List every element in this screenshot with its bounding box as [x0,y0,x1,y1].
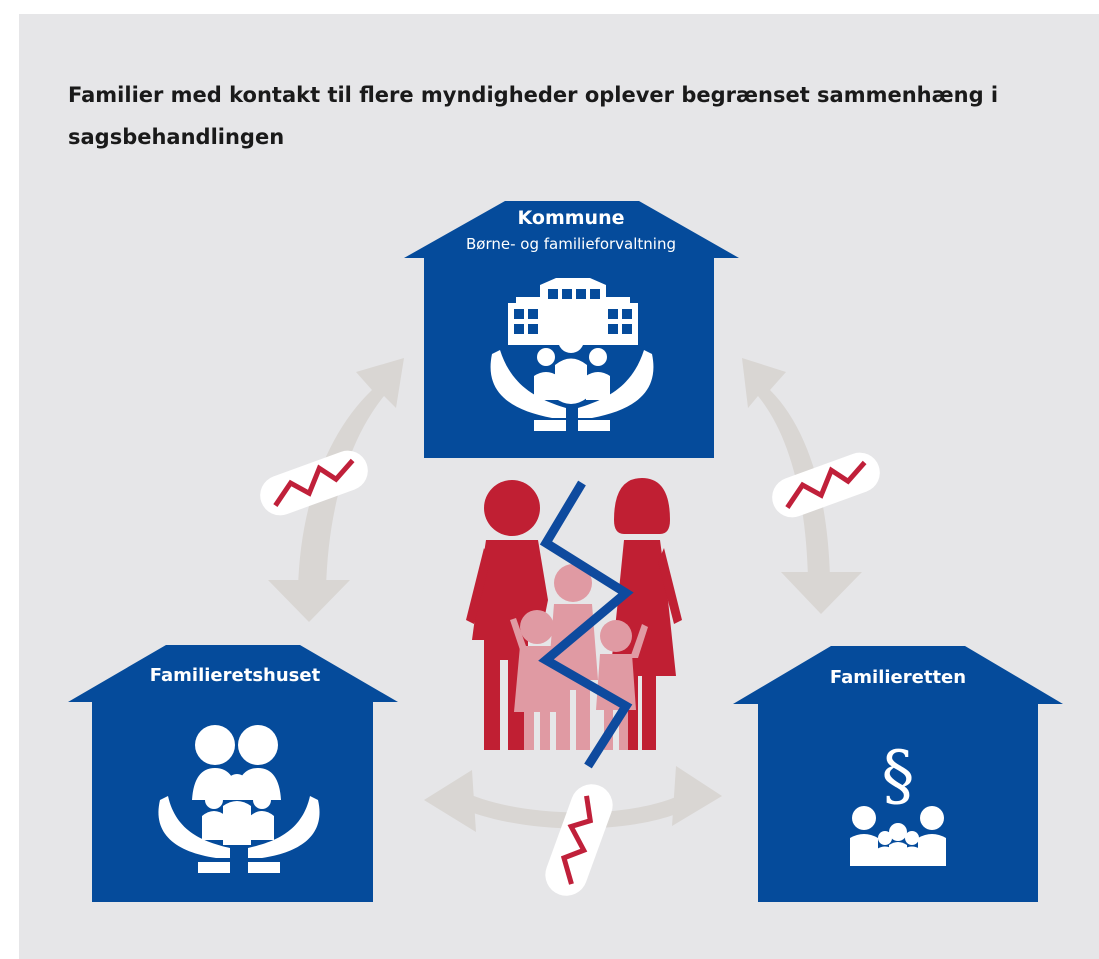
building-family-hands-icon [490,278,654,431]
house-kommune-subtitle: Børne- og familieforvaltning [466,235,676,253]
arrow-bottom [424,766,722,832]
house-familieretten: Familieretten § [733,646,1063,902]
house-familieretshuset: Familieretshuset [68,645,398,902]
arrow-top-left [268,358,404,622]
break-badge-bottom [545,784,613,896]
figure-heading: Familier med kontakt til flere myndighed… [68,83,999,149]
divided-family-icon [466,478,682,769]
house-familieretten-title: Familieretten [830,667,966,688]
arrow-top-right [742,358,862,614]
paragraph-family-icon: § [850,737,946,866]
house-kommune-title: Kommune [518,207,625,229]
paragraph-symbol: § [882,737,915,814]
break-badge-top-right [772,452,880,518]
split-line [538,480,634,769]
house-familieretshuset-title: Familieretshuset [150,665,321,686]
family-hands-icon [158,725,320,873]
break-badge-top-left [260,450,368,516]
adult-figure-left [466,480,548,750]
house-kommune: Kommune Børne- og familieforvaltning [404,201,739,458]
